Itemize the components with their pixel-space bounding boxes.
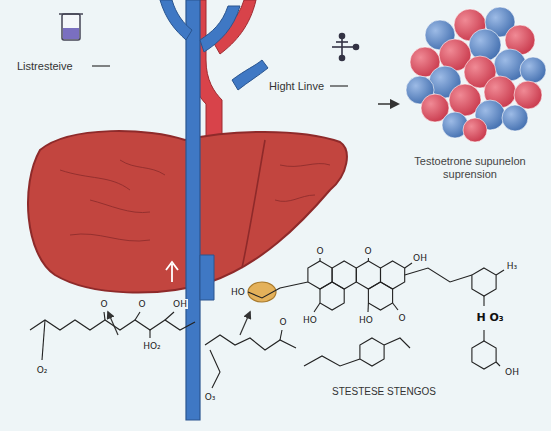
caption-text: Testoetrone supunelon suprension	[399, 155, 541, 180]
annotation-label: Listresteive	[16, 60, 74, 73]
atom-label: H₃	[506, 261, 518, 271]
annotation-label: Hight Linve	[268, 80, 325, 93]
atom-label: O₃	[204, 392, 217, 402]
atom-label: OH	[172, 299, 188, 309]
arrow	[166, 262, 178, 282]
atom-label: O	[315, 246, 324, 256]
atom-label: O	[99, 299, 108, 309]
atom-label: HO	[230, 287, 246, 297]
arrow	[378, 103, 398, 105]
caption-text: STESTESE STENGOS	[331, 386, 437, 398]
atom-label: H O₃	[475, 312, 504, 325]
atom-label: HO	[358, 315, 374, 325]
atom-label: O	[363, 246, 372, 256]
atom-label: O	[137, 299, 146, 309]
arrow	[240, 312, 250, 335]
leader-line	[330, 85, 348, 86]
leader-line	[92, 65, 110, 66]
molecule-cluster	[406, 7, 546, 142]
atom-label: OH	[504, 367, 520, 377]
chemical-structure	[30, 258, 504, 388]
vena-cava	[160, 0, 240, 420]
atom-label: HO	[302, 315, 318, 325]
circuit-icon	[332, 34, 359, 61]
atom-label: HO₂	[142, 341, 161, 351]
atom-label: O₂	[36, 365, 49, 375]
atom-label: O	[278, 317, 287, 327]
flask-icon	[59, 14, 83, 40]
atom-label: OH	[412, 253, 428, 263]
atom-label: O	[397, 313, 406, 323]
blood-vessels	[192, 0, 268, 150]
